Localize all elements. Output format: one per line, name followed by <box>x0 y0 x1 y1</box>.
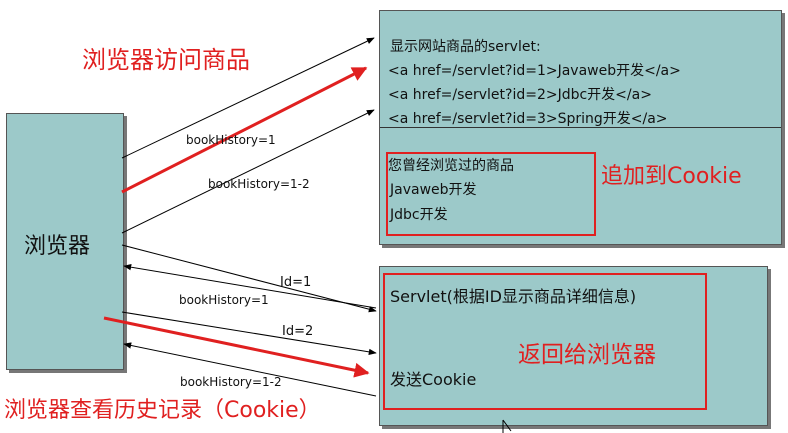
red-arrow-visit <box>121 66 368 194</box>
browser-box <box>6 113 124 370</box>
arrow-response-1 <box>123 264 377 309</box>
history-item-2: Jdbc开发 <box>390 207 448 223</box>
history-highlight-box <box>386 152 596 236</box>
arrow-request-1 <box>121 37 375 159</box>
top-box-divider <box>380 127 781 128</box>
annotation-visit-products: 浏览器访问商品 <box>82 46 250 74</box>
red-arrow-history <box>103 316 370 378</box>
label-bookhistory-1-mid: bookHistory=1 <box>179 293 269 307</box>
send-cookie-text: 发送Cookie <box>390 370 477 389</box>
browser-label: 浏览器 <box>24 234 91 259</box>
cursor-icon <box>502 419 512 433</box>
servlet-text: Servlet(根据ID显示商品详细信息) <box>390 287 637 306</box>
arrow-request-2 <box>121 109 375 234</box>
servlet-highlight-box <box>383 273 707 410</box>
link-line-2: <a href=/servlet?id=2>Jdbc开发</a> <box>388 87 652 103</box>
annotation-append-cookie: 追加到Cookie <box>601 164 742 189</box>
label-id-2: Id=2 <box>282 324 314 339</box>
history-title: 您曾经浏览过的商品 <box>388 158 514 174</box>
bottom-servlet-box <box>379 266 768 426</box>
label-id-1: Id=1 <box>280 275 312 290</box>
label-bookhistory-1-top: bookHistory=1 <box>186 133 276 147</box>
arrow-request-id2 <box>121 311 377 356</box>
link-line-3: <a href=/servlet?id=3>Spring开发</a> <box>388 111 668 127</box>
link-line-1: <a href=/servlet?id=1>Javaweb开发</a> <box>388 63 681 79</box>
annotation-view-history: 浏览器查看历史记录（Cookie） <box>4 398 321 423</box>
history-item-1: Javaweb开发 <box>390 182 477 198</box>
label-bookhistory-1-2-top: bookHistory=1-2 <box>208 177 310 191</box>
arrow-response-2 <box>123 342 377 397</box>
top-box-title: 显示网站商品的servlet: <box>390 39 541 55</box>
annotation-return-browser: 返回给浏览器 <box>518 342 656 368</box>
label-bookhistory-1-2-bottom: bookHistory=1-2 <box>180 375 282 389</box>
arrow-request-id1 <box>121 244 377 313</box>
